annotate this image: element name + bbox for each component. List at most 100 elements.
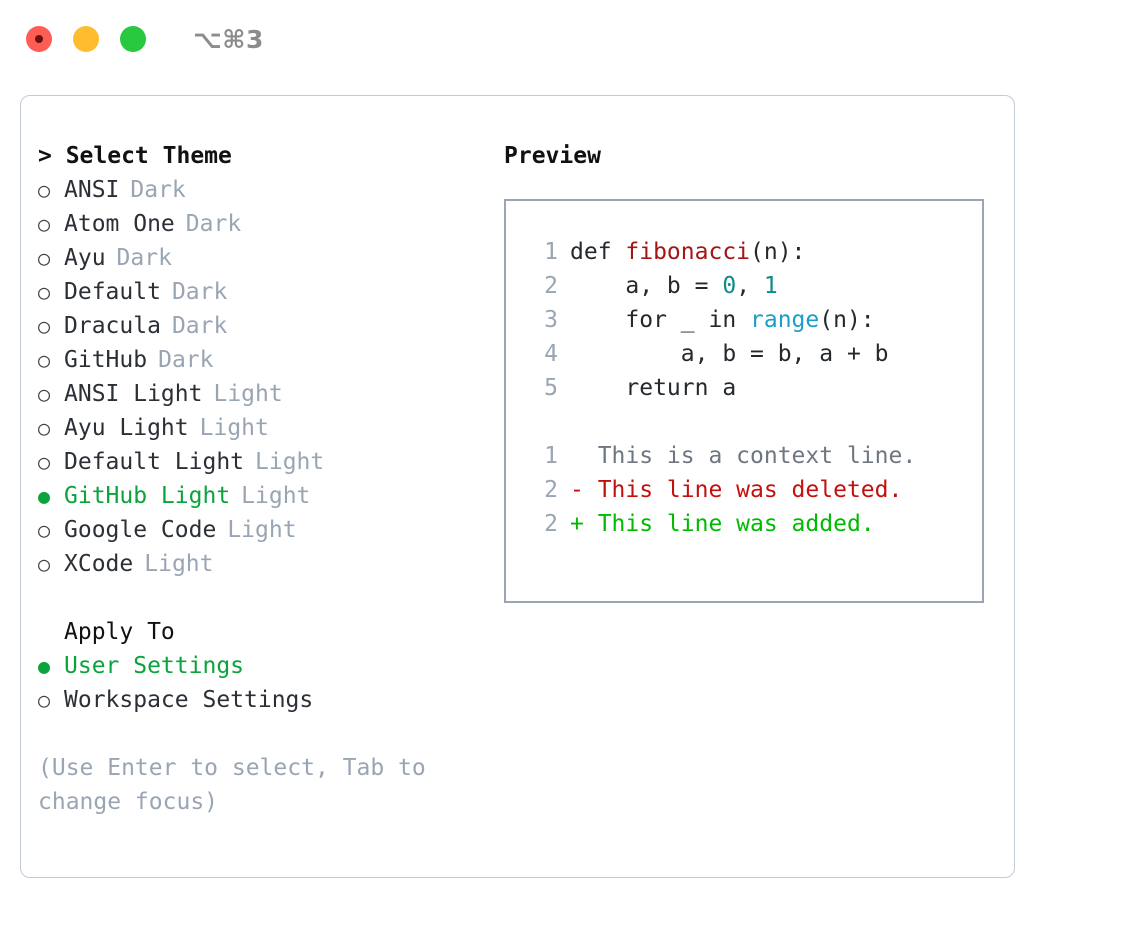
radio-unselected-icon: ○ xyxy=(38,348,51,372)
theme-option-label: Google Code xyxy=(64,517,217,543)
radio-unselected-icon: ○ xyxy=(38,314,51,338)
code-line-text: a, b = 0, 1 xyxy=(570,269,778,303)
apply-to-option-label: User Settings xyxy=(64,653,245,679)
code-line: 2 a, b = 0, 1 xyxy=(528,269,982,303)
code-line-number: 5 xyxy=(544,375,558,401)
radio-unselected-icon: ○ xyxy=(38,178,51,202)
theme-option-github[interactable]: ○ GitHub Dark xyxy=(38,343,486,377)
code-token-plain: (n): xyxy=(750,239,806,265)
code-diff-separator xyxy=(528,405,982,439)
code-line-text: return a xyxy=(570,371,736,405)
code-token-call: range xyxy=(750,307,820,333)
apply-to-heading: Apply To xyxy=(64,619,175,645)
diff-line-number: 2 xyxy=(544,511,558,537)
code-line-number: 2 xyxy=(544,273,558,299)
diff-line-del: 2 - This line was deleted. xyxy=(528,473,982,507)
radio-unselected-icon: ○ xyxy=(38,552,51,576)
maximize-button-icon[interactable] xyxy=(120,26,146,52)
code-token-num: 0 xyxy=(722,273,737,299)
radio-unselected-icon: ○ xyxy=(38,416,51,440)
select-theme-heading: > Select Theme xyxy=(38,143,232,169)
theme-option-google-code[interactable]: ○ Google Code Light xyxy=(38,513,486,547)
window-controls xyxy=(26,26,146,52)
theme-option-variant-tag: Light xyxy=(241,483,311,509)
code-line: 3 for _ in range(n): xyxy=(528,303,982,337)
theme-option-label: GitHub Light xyxy=(64,483,231,509)
code-line: 4 a, b = b, a + b xyxy=(528,337,982,371)
close-button-icon[interactable] xyxy=(26,26,52,52)
code-token-num: 1 xyxy=(763,273,778,299)
title-bar: ⌥⌘3 xyxy=(0,0,1140,78)
code-token-plain: a, b = b, a + b xyxy=(570,341,889,367)
code-token-plain: a, b = xyxy=(570,273,723,299)
code-line-text: a, b = b, a + b xyxy=(570,337,889,371)
apply-to-option-label: Workspace Settings xyxy=(64,687,314,713)
code-token-plain: def xyxy=(570,239,626,265)
theme-option-variant-tag: Dark xyxy=(171,313,228,339)
theme-option-label: Default Light xyxy=(64,449,245,475)
radio-unselected-icon: ○ xyxy=(38,246,51,270)
theme-option-label: Default xyxy=(64,279,161,305)
code-line-number: 1 xyxy=(544,239,558,265)
radio-selected-icon: ● xyxy=(38,484,51,508)
apply-to-option-user-settings[interactable]: ●User Settings xyxy=(38,649,486,683)
theme-option-label: Atom One xyxy=(64,211,175,237)
code-line-text: def fibonacci(n): xyxy=(570,235,805,269)
theme-option-ayu[interactable]: ○ Ayu Dark xyxy=(38,241,486,275)
diff-line-number: 2 xyxy=(544,477,558,503)
theme-option-variant-tag: Light xyxy=(144,551,214,577)
diff-line-add: 2 + This line was added. xyxy=(528,507,982,541)
theme-option-variant-tag: Dark xyxy=(130,177,186,203)
diff-line-text: This is a context line. xyxy=(570,443,917,469)
theme-option-label: ANSI Light xyxy=(64,381,203,407)
keyboard-shortcut-label: ⌥⌘3 xyxy=(193,24,264,54)
code-token-plain: , xyxy=(736,273,764,299)
theme-option-variant-tag: Light xyxy=(213,381,283,407)
theme-option-github-light[interactable]: ● GitHub Light Light xyxy=(38,479,486,513)
theme-option-variant-tag: Dark xyxy=(116,245,172,271)
code-line-text: for _ in range(n): xyxy=(570,303,875,337)
preview-heading: Preview xyxy=(504,143,601,169)
code-line-number: 3 xyxy=(544,307,558,333)
code-line: 1 def fibonacci(n): xyxy=(528,235,982,269)
theme-option-label: ANSI xyxy=(64,177,120,203)
diff-line-text: + This line was added. xyxy=(570,511,875,537)
apply-to-option-workspace-settings[interactable]: ○ Workspace Settings xyxy=(38,683,486,717)
theme-option-variant-tag: Dark xyxy=(158,347,214,373)
radio-unselected-icon: ○ xyxy=(38,450,51,474)
code-token-plain: (n): xyxy=(819,307,875,333)
theme-option-variant-tag: Dark xyxy=(171,279,228,305)
theme-option-variant-tag: Light xyxy=(227,517,297,543)
radio-unselected-icon: ○ xyxy=(38,688,51,712)
diff-line-text: - This line was deleted. xyxy=(570,477,903,503)
radio-unselected-icon: ○ xyxy=(38,280,51,304)
radio-unselected-icon: ○ xyxy=(38,518,51,542)
diff-line-ctx: 1 This is a context line. xyxy=(528,439,982,473)
minimize-button-icon[interactable] xyxy=(73,26,99,52)
theme-option-label: GitHub xyxy=(64,347,148,373)
theme-option-ansi[interactable]: ○ ANSI Dark xyxy=(38,173,486,207)
apply-to-list[interactable]: ●User Settings ○ Workspace Settings xyxy=(38,649,486,717)
diff-sample: 1 This is a context line. 2 - This line wa… xyxy=(528,439,982,541)
code-token-plain: return a xyxy=(570,375,737,401)
theme-option-label: Ayu xyxy=(64,245,106,271)
code-token-plain: for _ in xyxy=(570,307,751,333)
theme-option-default[interactable]: ○ Default Dark xyxy=(38,275,486,309)
diff-line-number: 1 xyxy=(544,443,558,469)
theme-option-dracula[interactable]: ○ Dracula Dark xyxy=(38,309,486,343)
theme-option-label: Dracula xyxy=(64,313,161,339)
keyboard-hint-text: (Use Enter to select, Tab to change focu… xyxy=(38,755,426,815)
code-token-fn: fibonacci xyxy=(625,239,751,265)
